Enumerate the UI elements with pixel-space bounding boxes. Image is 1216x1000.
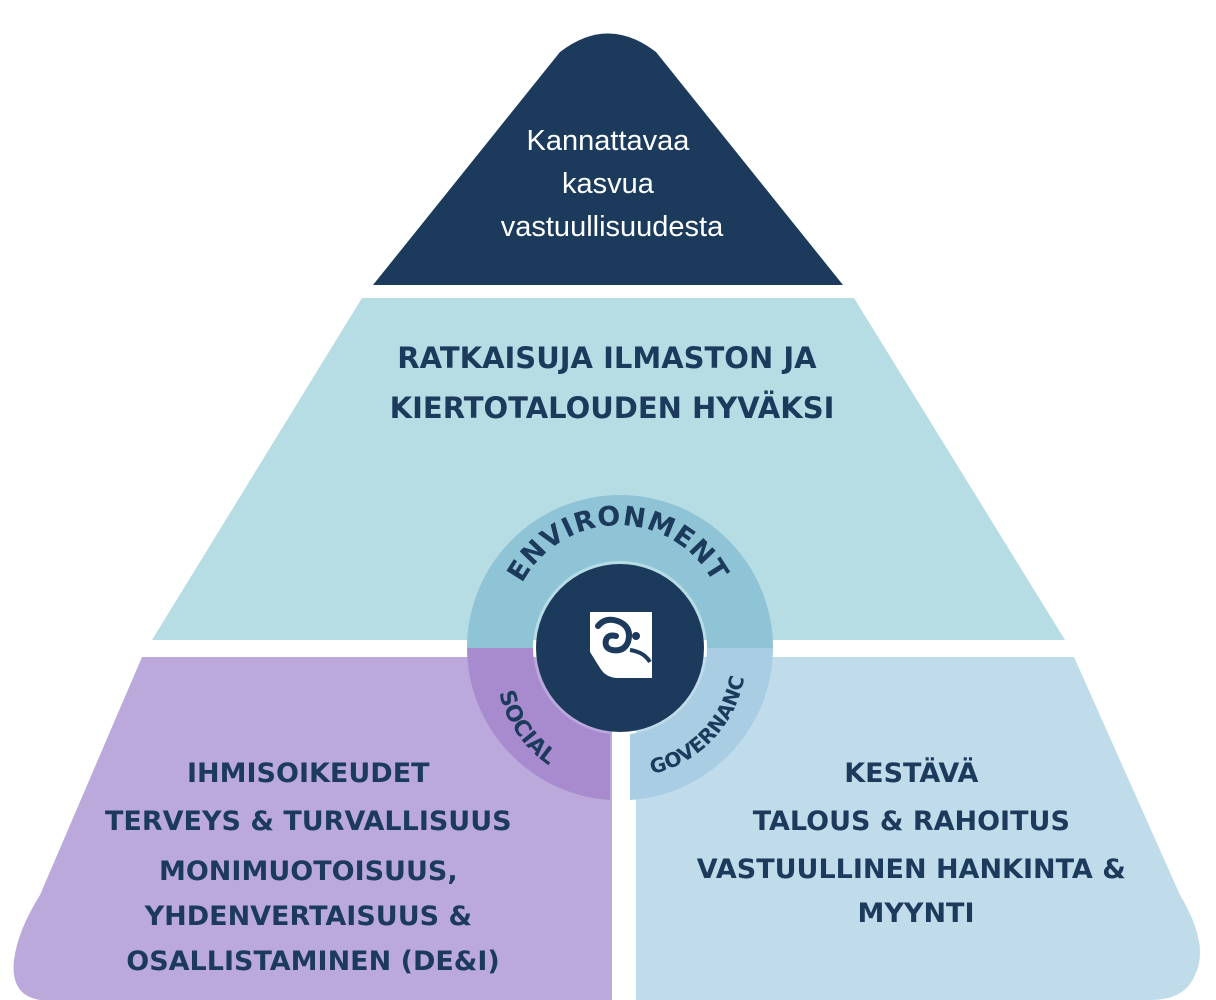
middle-line: KIERTOTALOUDEN HYVÄKSI — [390, 391, 835, 425]
bottom-left-line: OSALLISTAMINEN (DE&I) — [126, 946, 500, 977]
pyramid-bottom-left-tier — [13, 657, 612, 1000]
top-tier-text: Kannattavaa kasvua vastuullisuudesta — [501, 125, 724, 243]
company-logo-icon — [590, 612, 652, 678]
pyramid-middle-tier — [152, 298, 1065, 640]
bottom-right-line: MYYNTI — [857, 898, 974, 929]
hub-ring — [467, 495, 773, 800]
middle-tier-text: RATKAISUJA ILMASTON JA KIERTOTALOUDEN HY… — [390, 341, 835, 425]
middle-line: RATKAISUJA ILMASTON JA — [397, 341, 817, 375]
bottom-right-text: KESTÄVÄ TALOUS & RAHOITUS VASTUULLINEN H… — [697, 757, 1135, 929]
bottom-right-line: KESTÄVÄ — [844, 757, 978, 789]
bottom-left-text: IHMISOIKEUDET TERVEYS & TURVALLISUUS MON… — [105, 758, 521, 977]
bottom-right-line: VASTUULLINEN HANKINTA & — [697, 854, 1126, 885]
pyramid-top-tier — [373, 33, 843, 285]
bottom-left-line: IHMISOIKEUDET — [187, 758, 430, 789]
top-line: kasvua — [562, 168, 655, 200]
bottom-left-line: MONIMUOTOISUUS, — [159, 856, 458, 887]
top-line: Kannattavaa — [527, 125, 691, 157]
bottom-right-line: TALOUS & RAHOITUS — [753, 806, 1070, 837]
top-line: vastuullisuudesta — [501, 211, 724, 243]
ring-social — [467, 648, 610, 800]
ring-governance — [630, 648, 773, 800]
bottom-left-line: YHDENVERTAISUUS & — [144, 901, 472, 932]
ring-environment — [467, 495, 773, 648]
pyramid-bottom-right-tier — [636, 657, 1200, 1000]
bottom-left-line: TERVEYS & TURVALLISUUS — [105, 806, 512, 837]
